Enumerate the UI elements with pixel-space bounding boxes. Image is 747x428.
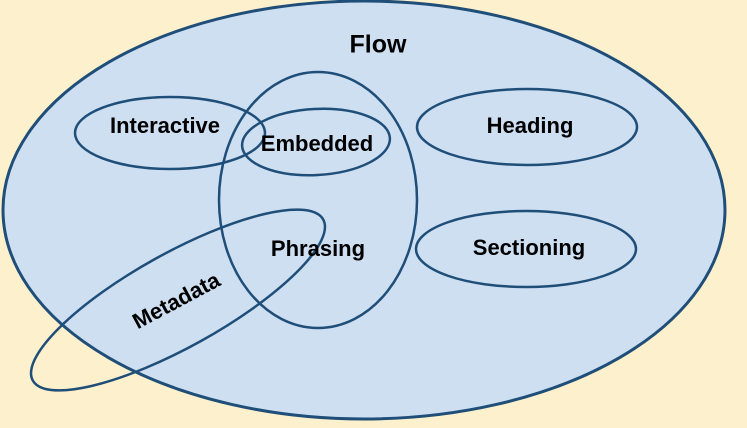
venn-ellipse-embedded[interactable] [240, 105, 391, 179]
venn-ellipse-heading[interactable] [417, 89, 637, 165]
venn-label-interactive: Interactive [110, 113, 220, 138]
venn-label-sectioning: Sectioning [473, 235, 585, 260]
set-labels-group: FlowInteractiveEmbeddedPhrasingMetadataH… [110, 31, 585, 334]
outline-sets-group [10, 72, 637, 422]
venn-label-embedded: Embedded [261, 131, 373, 156]
venn-label-phrasing: Phrasing [271, 236, 365, 261]
venn-ellipse-flow[interactable] [3, 1, 725, 419]
venn-ellipse-phrasing[interactable] [219, 72, 417, 328]
filled-sets-group [3, 1, 725, 419]
venn-ellipse-metadata[interactable] [10, 178, 346, 421]
venn-ellipse-interactive[interactable] [75, 97, 265, 169]
venn-label-heading: Heading [487, 113, 574, 138]
venn-label-flow: Flow [350, 31, 407, 59]
venn-ellipse-sectioning[interactable] [416, 211, 636, 287]
